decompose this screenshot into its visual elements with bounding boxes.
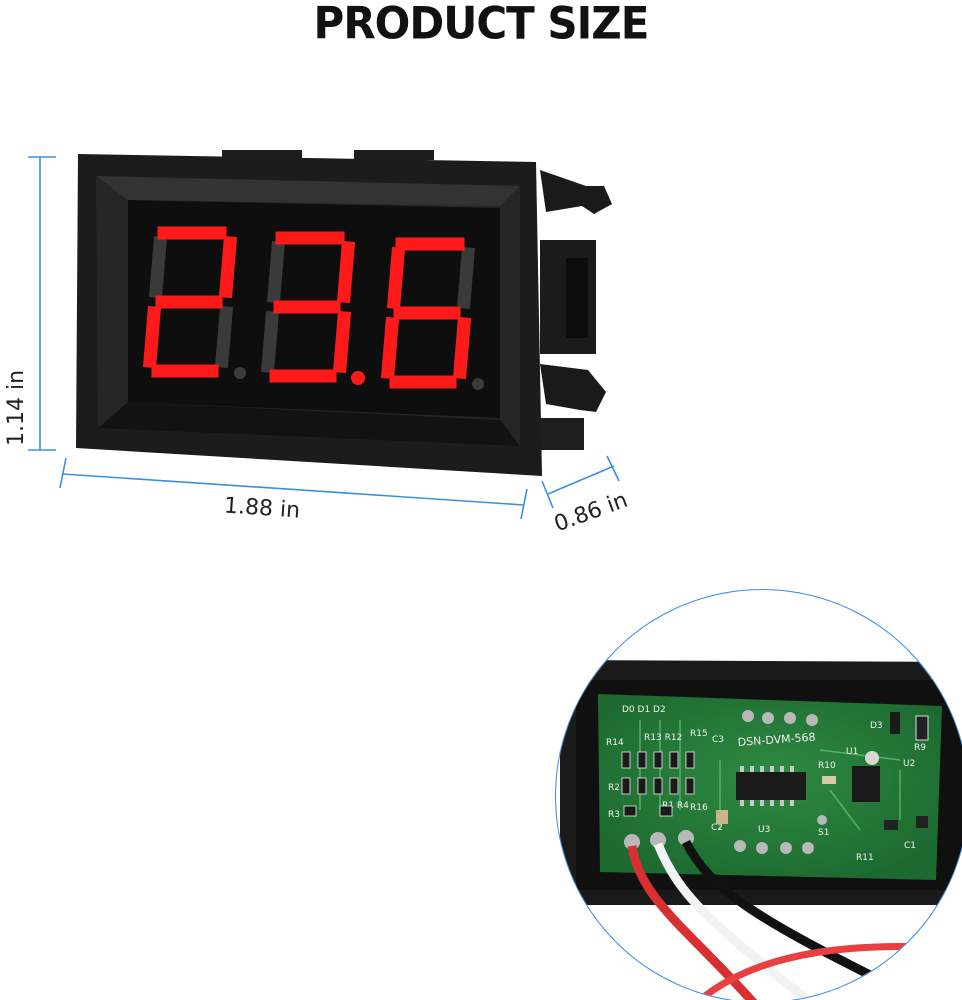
voltmeter-module	[76, 150, 612, 476]
svg-text:U1: U1	[846, 747, 858, 757]
svg-text:U2: U2	[903, 759, 915, 769]
svg-text:S1: S1	[818, 828, 829, 838]
svg-text:R15: R15	[690, 729, 708, 739]
svg-text:C2: C2	[711, 823, 723, 833]
pcb-board-label: DSN-DVM-568	[737, 731, 816, 749]
svg-text:C1: C1	[904, 841, 916, 851]
svg-text:R3: R3	[608, 810, 620, 820]
svg-text:R1 R4: R1 R4	[662, 801, 689, 811]
page-title: PRODUCT SIZE	[313, 0, 650, 50]
display-digits	[142, 226, 484, 390]
svg-text:D3: D3	[870, 721, 883, 731]
svg-text:R2: R2	[608, 783, 620, 793]
svg-text:C3: C3	[712, 735, 724, 745]
svg-text:R9: R9	[914, 743, 926, 753]
dimension-lines	[28, 156, 620, 520]
height-label: 1.14 in	[4, 369, 29, 446]
svg-text:R13 R12: R13 R12	[644, 733, 682, 743]
svg-text:R14: R14	[606, 738, 624, 748]
svg-text:D0 D1 D2: D0 D1 D2	[622, 705, 666, 715]
svg-text:R16: R16	[690, 803, 708, 813]
svg-text:R10: R10	[818, 761, 836, 771]
svg-text:R11: R11	[856, 853, 874, 863]
ic-chip	[736, 772, 806, 800]
svg-text:U3: U3	[758, 825, 770, 835]
width-label: 1.88 in	[223, 493, 301, 524]
